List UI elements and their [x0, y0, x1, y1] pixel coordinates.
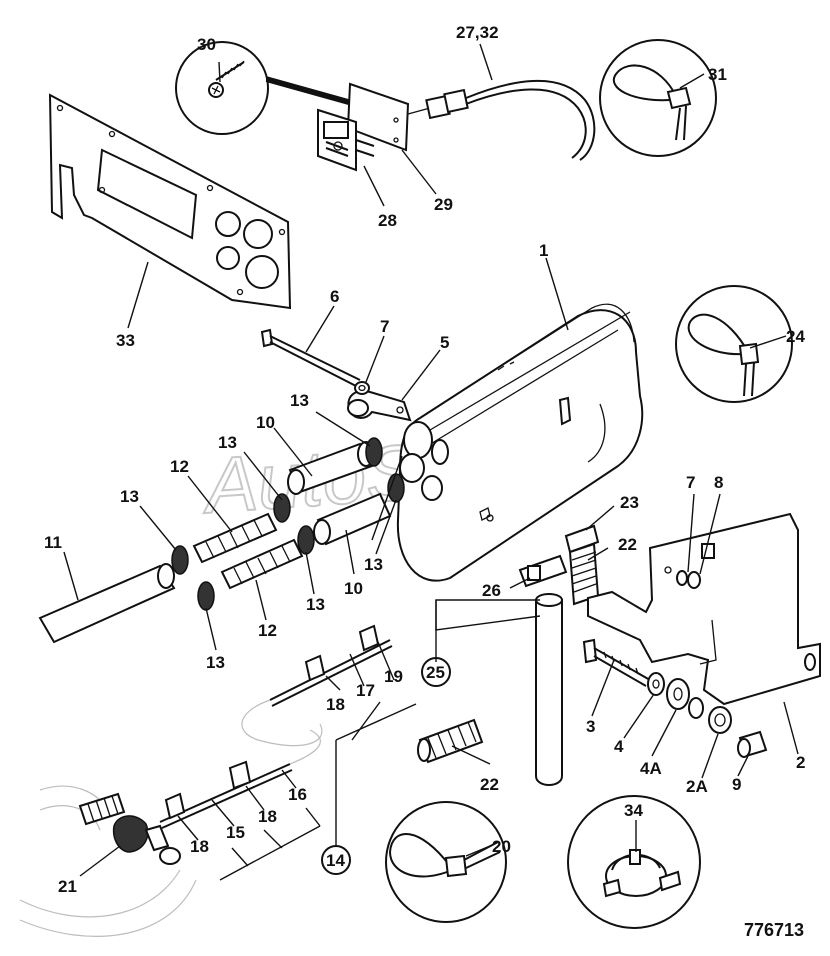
callout-8: 8 [714, 473, 723, 492]
callout-6: 6 [330, 287, 339, 306]
coolant-hoses-10-12 [38, 437, 405, 644]
callout-18c: 18 [190, 837, 209, 856]
detail-circle-valve-34 [567, 795, 701, 929]
callout-9: 9 [732, 775, 741, 794]
callout-2A: 2A [686, 777, 708, 796]
callout-16: 16 [288, 785, 307, 804]
detail-circle-cable-tie-20 [385, 801, 507, 923]
callout-18a: 18 [326, 695, 345, 714]
callout-10b: 10 [344, 579, 363, 598]
callout-23: 23 [620, 493, 639, 512]
wiring-harness-27-32 [407, 80, 596, 161]
callout-12a: 12 [170, 457, 189, 476]
clamp-5-bolt-6-washer-7 [260, 328, 412, 422]
callout-10a: 10 [256, 413, 275, 432]
mounting-plate-33 [48, 93, 292, 310]
detail-circle-cable-tie-31 [599, 39, 717, 157]
callout-circle-25 [421, 657, 451, 687]
callout-18b: 18 [258, 807, 277, 826]
callout-13a: 13 [290, 391, 309, 410]
callout-21: 21 [58, 877, 77, 896]
callout-11: 11 [44, 533, 62, 552]
callout-1: 1 [539, 241, 548, 260]
fasteners-3-4-4A-2A-9-7-8 [582, 570, 768, 758]
callout-13f: 13 [206, 653, 225, 672]
callout-4: 4 [614, 737, 624, 756]
callout-31: 31 [708, 65, 727, 84]
callout-27-32: 27,32 [456, 23, 499, 42]
callout-12b: 12 [258, 621, 277, 640]
callout-22b: 22 [480, 775, 499, 794]
callout-17: 17 [356, 681, 375, 700]
callout-34: 34 [624, 801, 643, 820]
callout-5: 5 [440, 333, 449, 352]
callout-30: 30 [197, 35, 216, 54]
detail-circle-cable-tie-24 [675, 285, 793, 403]
callout-13d: 13 [364, 555, 383, 574]
callout-3: 3 [586, 717, 595, 736]
callout-22a: 22 [618, 535, 637, 554]
callout-13e: 13 [306, 595, 325, 614]
callout-7b: 7 [686, 473, 695, 492]
callout-2: 2 [796, 753, 805, 772]
timer-28 [317, 82, 410, 172]
callout-4A: 4A [640, 759, 662, 778]
callout-24: 24 [786, 327, 805, 346]
callout-7a: 7 [380, 317, 389, 336]
callout-20: 20 [492, 837, 511, 856]
callout-13b: 13 [218, 433, 237, 452]
callout-26: 26 [482, 581, 501, 600]
callout-labels: 30 27,32 31 28 29 33 1 6 7 5 24 13 10 13… [44, 23, 805, 940]
flex-pipe-22-loose [417, 718, 484, 764]
figure-number: 776713 [744, 920, 804, 940]
callout-33: 33 [116, 331, 135, 350]
bracket-2 [587, 512, 821, 706]
callout-29: 29 [434, 195, 453, 214]
fuel-line-14 [159, 624, 393, 829]
callout-14: 14 [326, 851, 345, 870]
callout-circle-14 [321, 845, 351, 875]
callout-25: 25 [426, 663, 445, 682]
callout-15: 15 [226, 823, 245, 842]
heater-unit-1 [396, 303, 644, 582]
callout-28: 28 [378, 211, 397, 230]
callout-13c: 13 [120, 487, 139, 506]
leader-lines [63, 43, 799, 881]
detail-circle-screw-30 [175, 41, 352, 135]
callout-19: 19 [384, 667, 403, 686]
fuel-connector-21 [19, 785, 197, 937]
